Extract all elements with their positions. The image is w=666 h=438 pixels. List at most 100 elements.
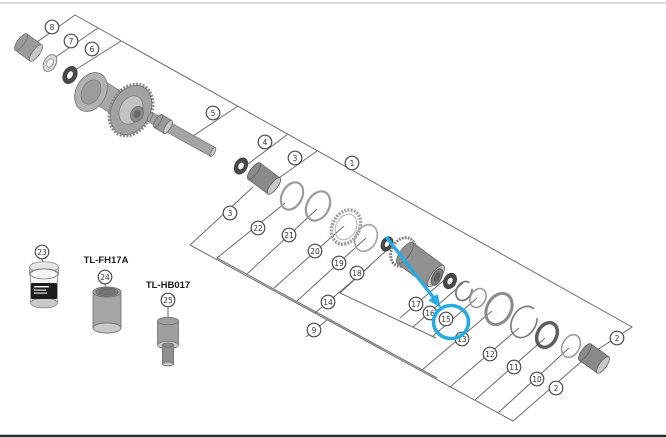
callout-12[interactable]: 12 — [482, 346, 498, 362]
callout-7[interactable]: 7 — [63, 33, 79, 49]
callout-circle-14[interactable] — [320, 294, 336, 310]
part-spacer-ring-10 — [560, 333, 582, 359]
callout-circle-22[interactable] — [250, 220, 266, 236]
callout-circle-11[interactable] — [506, 359, 522, 375]
highlight-ellipse[interactable] — [431, 303, 471, 341]
part-hub-flange-left — [74, 72, 108, 112]
callout-1[interactable]: 1 — [344, 155, 360, 171]
callout-8[interactable]: 8 — [44, 19, 60, 35]
freehub-bore-inner — [433, 272, 441, 282]
callout-circle-25[interactable] — [160, 292, 176, 308]
callout-circle-18[interactable] — [349, 265, 365, 281]
part-seal-left — [62, 66, 78, 84]
callout-circle-6[interactable] — [84, 41, 100, 57]
part-seal-17 — [443, 272, 457, 290]
tool-hb017-tip-far-face — [162, 361, 174, 367]
part-grease-jar-label-line3 — [34, 292, 47, 294]
callout-number-3: 3 — [228, 209, 233, 218]
leader-line-bus-seal-group — [216, 202, 438, 379]
callout-14[interactable]: 14 — [320, 294, 336, 310]
hub-axle-hole-inner — [133, 109, 141, 119]
cone-spacer-3-near-face — [246, 162, 262, 180]
part-cone-spacer-3 — [246, 162, 282, 195]
part-hub-axle-hole — [130, 105, 144, 123]
callout-20[interactable]: 20 — [307, 243, 323, 259]
callout-23[interactable]: 23 — [34, 244, 50, 260]
end-cap-right-far-face — [596, 356, 610, 374]
cone-washer-4-inner — [237, 161, 245, 171]
callout-number-15: 15 — [441, 315, 451, 324]
hub-flange-left-inner — [80, 79, 102, 105]
callout-number-14: 14 — [323, 298, 333, 307]
tool-hb017-tip-near-face — [162, 342, 174, 348]
callout-circle-19[interactable] — [331, 255, 347, 271]
leader-line-bus-axle-group — [189, 186, 590, 422]
callout-15[interactable]: 15 — [438, 311, 454, 327]
part-end-cap-right — [578, 343, 610, 374]
callout-number-1: 1 — [350, 159, 355, 168]
cone-spacer-3-far-face — [266, 177, 282, 195]
callout-circle-7[interactable] — [63, 33, 79, 49]
axle-shaft-far-face — [209, 147, 217, 157]
callout-circle-8[interactable] — [44, 19, 60, 35]
callout-9[interactable]: 9 — [306, 322, 322, 338]
callout-number-4: 4 — [263, 138, 268, 147]
part-washer-left — [42, 54, 58, 72]
callout-circle-15[interactable] — [438, 311, 454, 327]
callout-2[interactable]: 2 — [548, 380, 564, 396]
callout-circle-2[interactable] — [548, 380, 564, 396]
callout-number-16: 16 — [425, 309, 435, 318]
part-grease-jar-label-line1 — [34, 286, 49, 288]
callout-circle-20[interactable] — [307, 243, 323, 259]
part-tool-fh17a-mouth — [95, 287, 119, 297]
callout-circle-9[interactable] — [306, 322, 322, 338]
part-seal-ring-13 — [484, 291, 514, 327]
callout-circle-1[interactable] — [344, 155, 360, 171]
highlight-arrow-head — [428, 294, 441, 308]
callout-4[interactable]: 4 — [257, 134, 273, 150]
callout-11[interactable]: 11 — [506, 359, 522, 375]
callout-18[interactable]: 18 — [349, 265, 365, 281]
callout-circle-12[interactable] — [482, 346, 498, 362]
callout-circle-10[interactable] — [529, 371, 545, 387]
callout-2[interactable]: 2 — [609, 330, 625, 346]
callout-number-21: 21 — [284, 231, 294, 240]
callout-circle-5[interactable] — [205, 105, 221, 121]
callout-19[interactable]: 19 — [331, 255, 347, 271]
callout-10[interactable]: 10 — [529, 371, 545, 387]
callout-number-19: 19 — [334, 259, 344, 268]
callout-22[interactable]: 22 — [250, 220, 266, 236]
part-axle-collar — [153, 114, 173, 134]
callout-3[interactable]: 3 — [222, 205, 238, 221]
callout-21[interactable]: 21 — [281, 227, 297, 243]
end-cap-right-near-face — [578, 343, 592, 361]
callout-circle-3[interactable] — [287, 150, 303, 166]
axle-collar-far-face — [163, 120, 173, 134]
callout-circle-21[interactable] — [281, 227, 297, 243]
callout-circle-24[interactable] — [97, 269, 113, 285]
callout-circle-3[interactable] — [222, 205, 238, 221]
callout-circle-23[interactable] — [34, 244, 50, 260]
callout-6[interactable]: 6 — [84, 41, 100, 57]
tool-label-fh17a: TL-FH17A — [84, 255, 129, 266]
axle-collar-near-face — [153, 114, 163, 128]
callout-3[interactable]: 3 — [287, 150, 303, 166]
callout-17[interactable]: 17 — [408, 296, 424, 312]
callout-25[interactable]: 25 — [160, 292, 176, 308]
callout-number-25: 25 — [163, 296, 173, 305]
callout-circle-17[interactable] — [408, 296, 424, 312]
callout-24[interactable]: 24 — [97, 269, 113, 285]
callout-circle-2[interactable] — [609, 330, 625, 346]
callout-number-12: 12 — [485, 350, 495, 359]
end-cap-left-near-face — [14, 33, 28, 51]
part-seal-ring-21 — [304, 190, 332, 222]
callout-circle-4[interactable] — [257, 134, 273, 150]
axle-shaft-near-face — [146, 112, 154, 122]
leader-line-branch-19 — [296, 237, 367, 302]
part-toothed-lockring-20 — [329, 208, 363, 246]
leader-line-branch-15 — [431, 297, 478, 338]
callout-5[interactable]: 5 — [205, 105, 221, 121]
